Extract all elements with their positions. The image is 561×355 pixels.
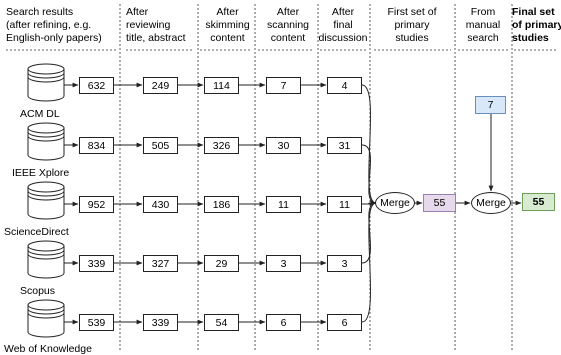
database-icon: [27, 181, 65, 220]
count-box: 3: [327, 255, 362, 272]
source-label: IEEE Xplore: [12, 167, 70, 179]
count-box: 430: [143, 196, 178, 213]
source-label: ACM DL: [20, 108, 60, 120]
count-box: 31: [327, 137, 362, 154]
source-label: Scopus: [20, 285, 56, 297]
merge-node-1: Merge: [375, 192, 415, 214]
count-box: 11: [327, 196, 362, 213]
header-after-scanning: After scanning content: [266, 6, 310, 44]
header-search-results: Search results (after refining, e.g. Eng…: [6, 6, 102, 44]
source-label: ScienceDirect: [4, 226, 69, 238]
count-box: 327: [143, 255, 178, 272]
count-box: 326: [204, 137, 239, 154]
manual-search-box: 7: [475, 96, 506, 114]
count-box: 186: [204, 196, 239, 213]
header-manual-search: From manual search: [465, 6, 501, 44]
database-icon: [27, 122, 65, 161]
database-icon: [27, 63, 65, 102]
count-box: 114: [204, 77, 239, 94]
header-after-final-discussion: After final discussion: [318, 6, 368, 44]
header-first-set: First set of primary studies: [387, 6, 437, 44]
count-box: 952: [79, 196, 114, 213]
count-box: 339: [79, 255, 114, 272]
count-box: 339: [143, 314, 178, 331]
count-box: 539: [79, 314, 114, 331]
count-box: 3: [266, 255, 301, 272]
count-box: 29: [204, 255, 239, 272]
count-box: 11: [266, 196, 301, 213]
database-icon: [27, 240, 65, 279]
header-after-reviewing: After reviewing title, abstract: [126, 6, 186, 44]
count-box: 6: [266, 314, 301, 331]
final-set-box: 55: [522, 193, 555, 211]
merge-node-2: Merge: [471, 192, 511, 214]
count-box: 54: [204, 314, 239, 331]
count-box: 249: [143, 77, 178, 94]
merge-connector: [361, 200, 377, 323]
header-final-set: Final set of primary studies: [512, 6, 561, 44]
header-after-skimming: After skimming content: [205, 6, 250, 44]
database-icon: [27, 299, 65, 338]
count-box: 6: [327, 314, 362, 331]
count-box: 4: [327, 77, 362, 94]
count-box: 505: [143, 137, 178, 154]
source-label: Web of Knowledge: [4, 343, 92, 355]
first-set-box: 55: [423, 194, 456, 212]
count-box: 632: [79, 77, 114, 94]
count-box: 30: [266, 137, 301, 154]
count-box: 7: [266, 77, 301, 94]
merge-connector: [361, 84, 377, 206]
count-box: 834: [79, 137, 114, 154]
